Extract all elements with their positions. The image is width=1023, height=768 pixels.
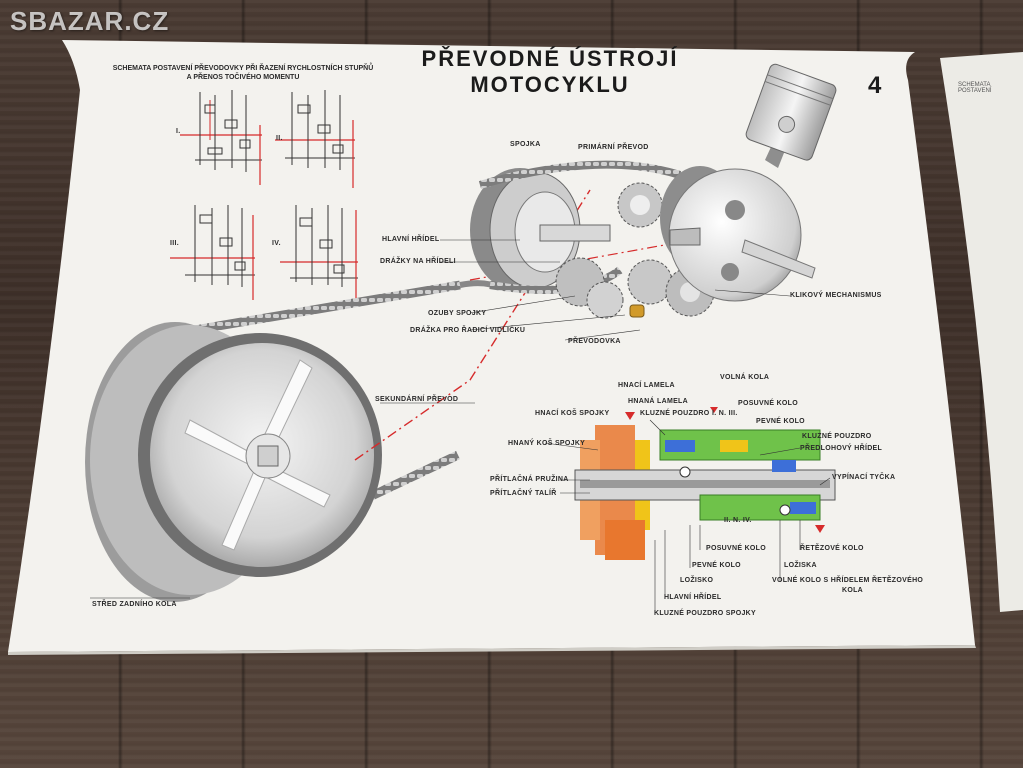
second-poster-sheet — [940, 52, 1023, 612]
sprocket-icon — [617, 182, 663, 228]
label-lozisko: LOŽISKO — [680, 577, 714, 584]
sprocket-icon — [470, 168, 611, 292]
gear-schema-2 — [275, 90, 355, 188]
label-sekundarni-prevod: SEKUNDÁRNÍ PŘEVOD — [375, 396, 459, 403]
label-hlavni-hridel-bottom: HLAVNÍ HŘÍDEL — [664, 594, 722, 601]
label-kluzne-pouzdro: KLUZNÉ POUZDRO — [640, 410, 710, 417]
label-pritlacna-pruzina: PŘÍTLAČNÁ PRUŽINA — [490, 476, 569, 483]
label-volne-kolo-line1: VOLNÉ KOLO S HŘÍDELEM ŘETĚZOVÉHO — [772, 577, 924, 584]
label-ozuby-spojky: OZUBY SPOJKY — [428, 310, 487, 317]
label-stred-zadniho-kola: STŘED ZADNÍHO KOLA — [92, 601, 177, 608]
poster-title-line2: MOTOCYKLU — [470, 72, 630, 97]
label-hnaci-lamela: HNACÍ LAMELA — [618, 382, 675, 389]
label-kluzne-pouzdro-spojky: KLUZNÉ POUZDRO SPOJKY — [654, 610, 756, 617]
watermark-logo: SBAZAR.CZ — [10, 6, 170, 36]
piston-icon — [745, 63, 837, 168]
label-gear-roman-bottom: II. N. IV. — [724, 517, 752, 524]
label-prevodovka: PŘEVODOVKA — [568, 338, 621, 345]
gear-label-3: III. — [170, 240, 179, 247]
label-kluzne-pouzdro-2: KLUZNÉ POUZDRO — [802, 433, 872, 440]
label-pritlacny-talir: PŘÍTLAČNÝ TALÍŘ — [490, 490, 557, 497]
gear-label-2: II. — [276, 135, 283, 142]
gear-label-1: I. — [176, 128, 181, 135]
label-volne-kolo-line2: KOLA — [842, 587, 864, 594]
label-klikovy-mechanismus: KLIKOVÝ MECHANISMUS — [790, 292, 882, 299]
poster-title-line1: PŘEVODNÉ ÚSTROJÍ — [421, 46, 679, 71]
label-gear-roman-top: I. N. III. — [712, 410, 738, 417]
label-retezove-kolo: ŘETĚZOVÉ KOLO — [800, 545, 864, 552]
label-pevne-kolo-bottom: PEVNÉ KOLO — [692, 562, 741, 569]
label-loziska: LOŽISKA — [784, 562, 817, 569]
label-spojka: SPOJKA — [510, 141, 541, 148]
gearbox-section-icon — [574, 407, 836, 560]
label-primarni-prevod: PRIMÁRNÍ PŘEVOD — [578, 144, 649, 151]
label-hnany-kos-spojky: HNANÝ KOŠ SPOJKY — [508, 440, 586, 447]
rear-wheel-icon — [85, 322, 382, 602]
label-hnaci-kos-spojky: HNACÍ KOŠ SPOJKY — [535, 410, 610, 417]
label-vypinaci-tycka: VYPÍNACÍ TYČKA — [832, 474, 896, 481]
poster-title: PŘEVODNÉ ÚSTROJÍ MOTOCYKLU — [380, 46, 720, 98]
gear-label-4: IV. — [272, 240, 281, 247]
gearbox-gears — [555, 257, 715, 319]
label-pevne-kolo-top: PEVNÉ KOLO — [756, 418, 805, 425]
label-hnana-lamela: HNANÁ LAMELA — [628, 398, 688, 405]
schema-title-line1: SCHEMATA POSTAVENÍ PŘEVODOVKY PŘI ŘAZENÍ… — [112, 65, 374, 72]
poster-number: 4 — [868, 72, 882, 99]
gear-schema-3 — [170, 205, 255, 300]
crankshaft-icon — [660, 166, 816, 302]
label-posuvne-kolo-bottom: POSUVNÉ KOLO — [706, 545, 766, 552]
label-drazky-na-hrideli: DRÁŽKY NA HŘÍDELI — [380, 258, 456, 265]
leader-lines — [90, 239, 831, 612]
label-predlohovy-hridel: PŘEDLOHOVÝ HŘÍDEL — [800, 445, 883, 452]
label-drazka-radici: DRÁŽKA PRO ŘADICÍ VIDLIČKU — [410, 327, 526, 334]
label-volna-kola: VOLNÁ KOLA — [720, 374, 770, 381]
schema-title: SCHEMATA POSTAVENÍ PŘEVODOVKY PŘI ŘAZENÍ… — [88, 64, 398, 82]
gear-schema-4 — [280, 205, 358, 300]
second-poster-text: SCHEMATA POSTAVENÍ — [958, 82, 992, 94]
schema-title-line2: A PŘENOS TOČIVÉHO MOMENTU — [186, 74, 300, 81]
label-posuvne-kolo-top: POSUVNÉ KOLO — [738, 400, 798, 407]
gear-schema-1 — [180, 90, 262, 185]
label-hlavni-hridel: HLAVNÍ HŘÍDEL — [382, 236, 440, 243]
